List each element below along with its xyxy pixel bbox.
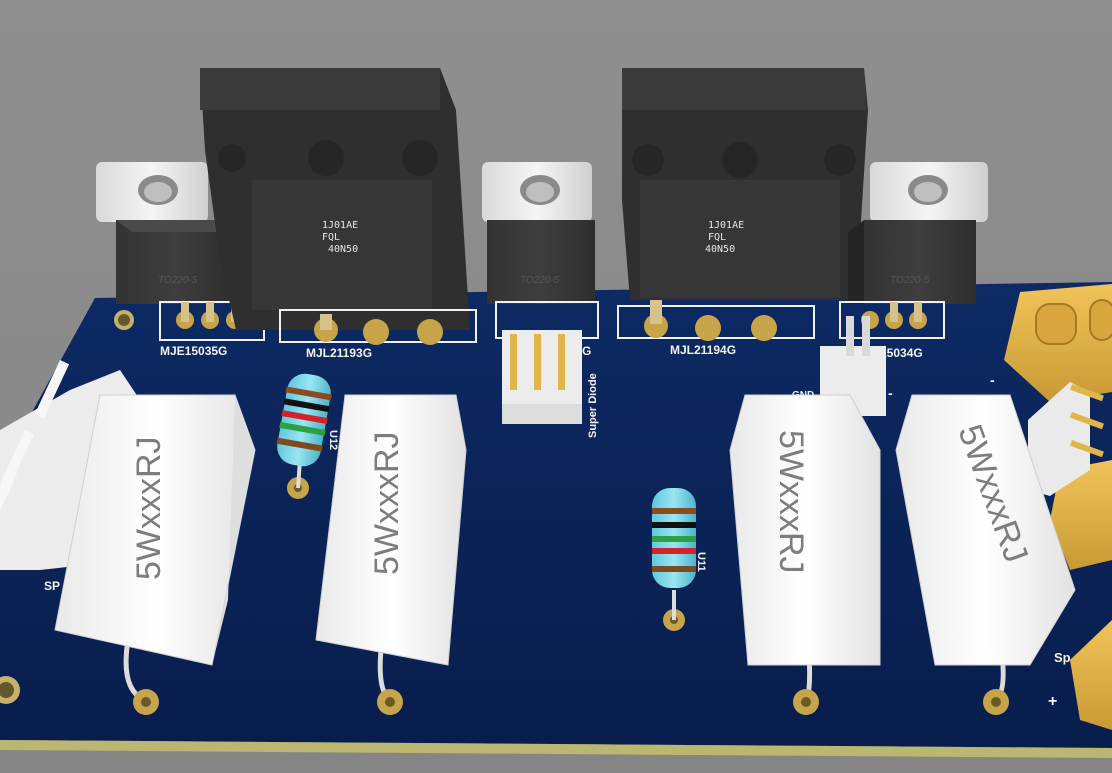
silk-label-super-diode: Super Diode bbox=[587, 373, 599, 438]
package-mark: TO220-5 bbox=[520, 275, 560, 286]
power-resistor-label: 5WxxxRJ bbox=[368, 431, 406, 575]
power-resistor-4: 5WxxxRJ bbox=[895, 394, 1076, 715]
power-resistor-3: 5WxxxRJ bbox=[729, 394, 881, 715]
axial-resistor-u12: U12 bbox=[276, 373, 339, 499]
package-mark: TO220-5 bbox=[158, 275, 198, 286]
silk-label-sp-right: Sp bbox=[1054, 650, 1071, 665]
package-mark-1: 1J01AE bbox=[322, 220, 358, 231]
silk-label-plus: + bbox=[1048, 693, 1057, 710]
connector-mid-right bbox=[1050, 460, 1112, 570]
package-mark-1: 1J01AE bbox=[708, 220, 744, 231]
connector-power-input: - bbox=[990, 284, 1112, 402]
silk-label-q-left-driver: MJE15035G bbox=[160, 344, 227, 358]
silk-label-u12: U12 bbox=[327, 430, 339, 450]
silk-label-q-left-power: MJL21193G bbox=[306, 346, 372, 360]
silk-label-q-center-driver: G bbox=[582, 344, 591, 358]
package-mark-3: 40N50 bbox=[705, 244, 735, 255]
package-mark-2: FQL bbox=[708, 232, 726, 243]
pcb-edge bbox=[0, 740, 1112, 758]
silk-label-u11: U11 bbox=[695, 552, 707, 572]
connector-speaker-right: Sp + bbox=[1048, 620, 1112, 730]
power-resistor-1: 5WxxxRJ bbox=[54, 394, 256, 715]
transistor-q-center-driver: TO220-5 G bbox=[482, 162, 599, 358]
axial-resistor-u11: U11 bbox=[652, 488, 707, 631]
silk-label-q-right-power: MJL21194G bbox=[670, 343, 736, 357]
silk-label-minus: - bbox=[888, 385, 893, 401]
connector-super-diode: Super Diode bbox=[502, 330, 599, 438]
transistor-q-right-power: 1J01AE FQL 40N50 MJL21194G bbox=[617, 68, 868, 357]
package-mark-2: FQL bbox=[322, 232, 340, 243]
transistor-q-left-driver: TO220-5 MJE15035G bbox=[96, 162, 265, 358]
silk-label-minus: - bbox=[990, 372, 995, 388]
header-right bbox=[1028, 382, 1104, 496]
silk-label-sp-left: SP bbox=[44, 579, 60, 593]
package-mark: TO220-5 bbox=[890, 275, 930, 286]
transistor-q-left-power: 1J01AE FQL 40N50 MJL21193G bbox=[200, 68, 477, 360]
power-resistor-label: 5WxxxRJ bbox=[772, 430, 810, 574]
power-resistor-label: 5WxxxRJ bbox=[130, 436, 168, 580]
power-resistor-2: 5WxxxRJ bbox=[315, 394, 467, 715]
package-mark-3: 40N50 bbox=[328, 244, 358, 255]
